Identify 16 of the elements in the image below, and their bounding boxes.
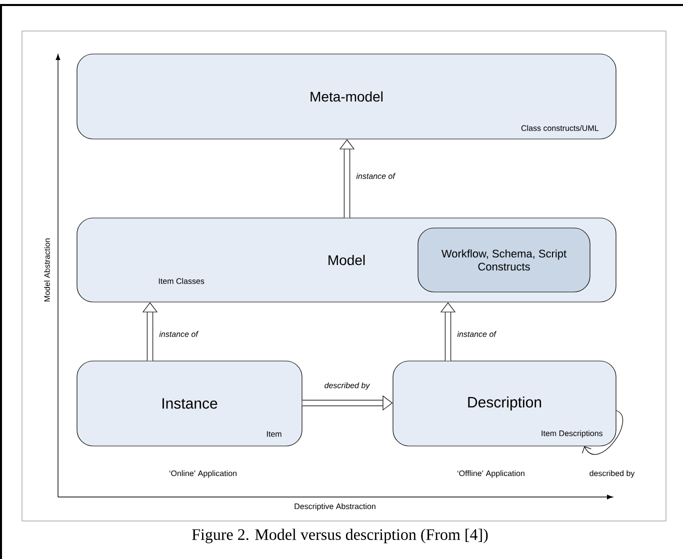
application-label: ‘Online’ Application bbox=[170, 470, 236, 478]
edge-label: instance of bbox=[356, 173, 396, 179]
arrow bbox=[582, 410, 623, 455]
box-subtitle: Item Classes bbox=[158, 278, 204, 284]
rounded-box: Workflow, Schema, Script Constructs bbox=[418, 228, 590, 292]
edge-label: instance of bbox=[457, 331, 497, 337]
box-subtitle: Item Descriptions bbox=[542, 430, 602, 438]
box-subtitle: Class constructs/UML bbox=[521, 125, 599, 131]
axis-label: Model Abstraction bbox=[44, 238, 50, 302]
edge-label: described by bbox=[324, 382, 370, 390]
box-subtitle: Item bbox=[266, 431, 282, 437]
application-label: ‘Offline’ Application bbox=[458, 470, 524, 478]
edge-label: described by bbox=[590, 470, 635, 478]
edge-label: instance of bbox=[159, 331, 199, 337]
figure-caption: Figure 2. Model versus description (From [4]) bbox=[192, 528, 488, 544]
axis-label: Descriptive Abstraction bbox=[294, 503, 376, 511]
